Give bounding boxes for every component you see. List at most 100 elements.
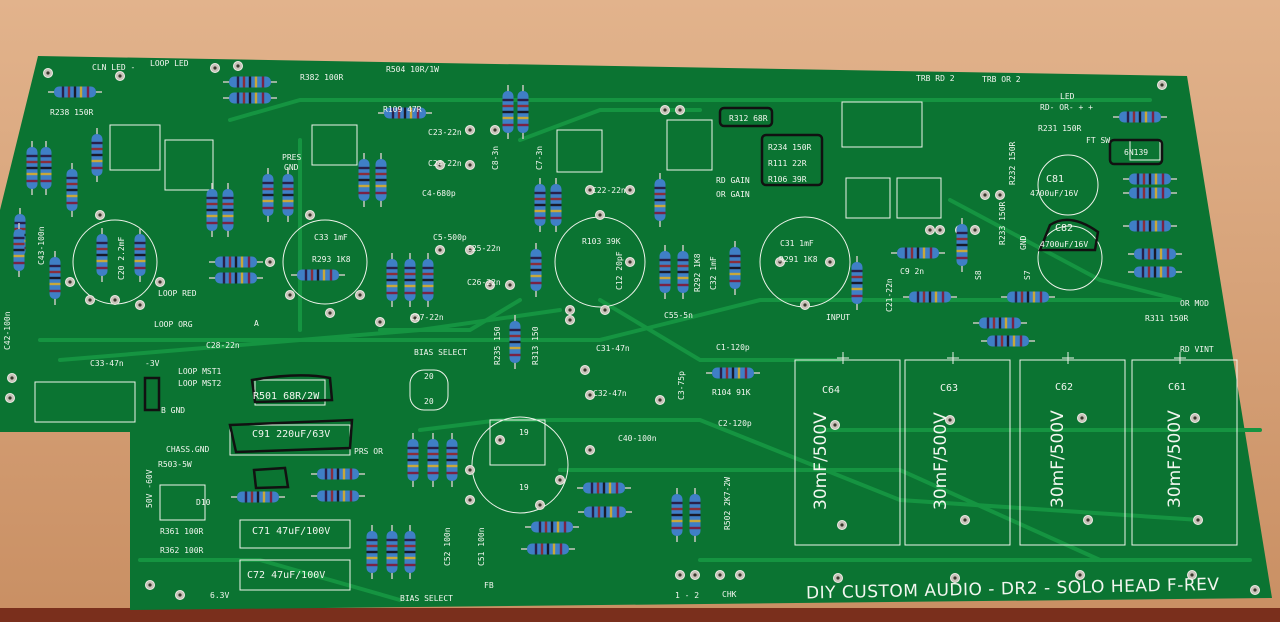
color-band (689, 513, 701, 517)
drill-hole (628, 188, 632, 192)
color-band (1004, 317, 1008, 329)
color-band (929, 247, 933, 259)
label-c20: C20 2.2mF (117, 236, 126, 280)
color-band (1141, 248, 1145, 260)
color-band (349, 490, 353, 502)
color-band (13, 254, 25, 258)
label-c51: C51 100n (477, 527, 486, 566)
color-band (851, 281, 863, 285)
label-6n139: 6N139 (1124, 148, 1148, 157)
copper-trace (598, 298, 842, 362)
color-band (1020, 291, 1024, 303)
label-r109: R109 47R (383, 105, 422, 114)
polarity-plus-icon (947, 352, 959, 364)
color-band (49, 276, 61, 280)
drill-hole (493, 128, 497, 132)
resistor (375, 153, 387, 207)
color-band (446, 446, 458, 450)
color-band (386, 284, 398, 288)
color-band (66, 188, 78, 192)
label-r235: R235 150 (493, 326, 502, 365)
component-outline (666, 119, 713, 171)
resistor (358, 153, 370, 207)
label-c61-value: 30mF/500V (1165, 410, 1185, 508)
color-band (956, 243, 968, 247)
resistor (446, 433, 458, 487)
color-band (242, 92, 246, 104)
color-band (358, 178, 370, 182)
color-band (13, 242, 25, 246)
label-or-gain: OR GAIN (716, 190, 750, 199)
color-band (96, 247, 108, 251)
label-c91: C91 220uF/63V (252, 429, 330, 440)
color-band (502, 104, 514, 108)
label-socket-19a: 19 (519, 428, 529, 437)
color-band (49, 289, 61, 293)
color-band (1153, 248, 1157, 260)
color-band (61, 86, 65, 98)
label-loop-mst1: LOOP MST1 (178, 367, 222, 376)
component-outline (489, 419, 546, 466)
component-outline (841, 101, 923, 148)
drill-hole (8, 396, 12, 400)
color-band (928, 291, 932, 303)
drill-hole (68, 280, 72, 284)
color-band (206, 208, 218, 212)
color-band (407, 452, 419, 456)
label-c42: C42-100n (3, 311, 12, 350)
color-band (530, 274, 542, 278)
label-led-pins: RD- OR- + + (1040, 103, 1093, 112)
color-band (689, 519, 701, 523)
label-r292: R292 1K8 (693, 253, 702, 292)
color-band (206, 221, 218, 225)
resistor (671, 488, 683, 542)
label-c81: C81 (1046, 174, 1064, 185)
color-band (14, 227, 26, 231)
component-outline (845, 177, 891, 219)
color-band (427, 471, 439, 475)
color-band (250, 491, 254, 503)
color-band (416, 107, 420, 119)
color-band (91, 159, 103, 163)
color-band (366, 544, 378, 548)
color-band (234, 272, 238, 284)
color-band (322, 269, 326, 281)
resistor (134, 228, 146, 282)
color-band (40, 154, 52, 158)
color-band (530, 268, 542, 272)
resistor (378, 107, 432, 119)
drill-hole (158, 280, 162, 284)
color-band (91, 166, 103, 170)
color-band (729, 272, 741, 276)
label-c21: C21-22n (885, 278, 894, 312)
drill-hole (928, 228, 932, 232)
resistor (530, 243, 542, 297)
drill-hole (568, 318, 572, 322)
color-band (534, 197, 546, 201)
color-band (922, 247, 926, 259)
color-band (96, 266, 108, 270)
label-s8: S8 (974, 270, 983, 280)
color-band (552, 543, 556, 555)
resistor (654, 173, 666, 227)
component-outline (164, 139, 214, 191)
component-outline (109, 124, 161, 171)
color-band (316, 269, 320, 281)
capacitor-outline (904, 359, 1011, 546)
drill-hole (973, 228, 977, 232)
polarity-plus-icon (837, 352, 849, 364)
drill-hole (328, 311, 332, 315)
label-c4: C4-680p (422, 189, 456, 198)
drill-hole (468, 248, 472, 252)
drill-hole (1078, 573, 1082, 577)
resistor (577, 482, 631, 494)
drill-hole (938, 228, 942, 232)
color-band (677, 258, 689, 262)
color-band (386, 550, 398, 554)
color-band (342, 490, 346, 502)
color-band (427, 464, 439, 468)
color-band (992, 317, 996, 329)
label-bias-select-bottom: BIAS SELECT (400, 594, 453, 603)
color-band (744, 367, 748, 379)
drill-hole (498, 438, 502, 442)
